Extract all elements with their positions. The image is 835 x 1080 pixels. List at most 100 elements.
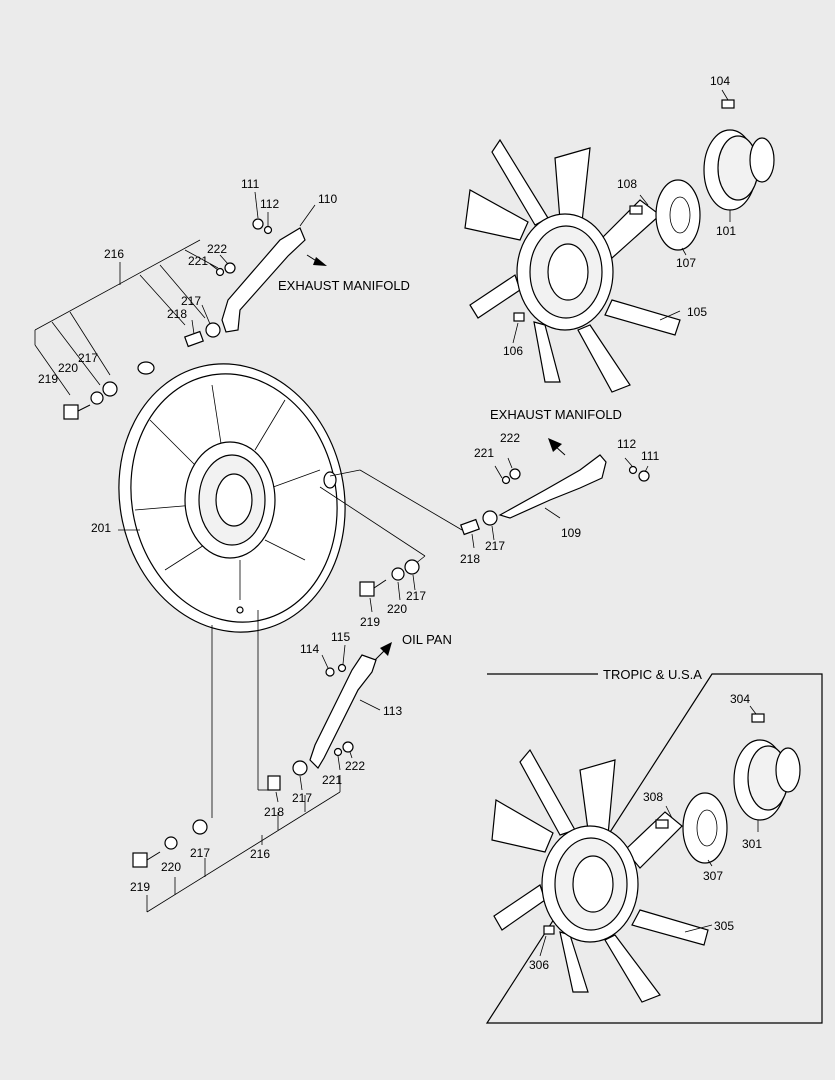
callout-110: 110 — [318, 192, 337, 206]
bolt-219a — [63, 404, 79, 420]
bracket-109 — [498, 454, 607, 519]
bolt-114 — [325, 667, 335, 677]
fan-blade — [464, 189, 529, 241]
bolt-219b — [359, 581, 375, 597]
callout-222-lower: 222 — [345, 759, 365, 773]
callout-113: 113 — [383, 704, 402, 718]
washer-217c — [482, 510, 498, 526]
shroud-ear-top — [137, 361, 155, 375]
callout-111-upper: 111 — [241, 177, 260, 191]
callout-304: 304 — [730, 692, 750, 706]
callout-106: 106 — [503, 344, 523, 358]
spacer-218c — [267, 775, 281, 791]
callout-112-upper: 112 — [260, 197, 279, 211]
callout-217-left: 217 — [78, 351, 98, 365]
callout-301: 301 — [742, 837, 762, 851]
tropic-box — [485, 673, 823, 1024]
washer-220a — [90, 391, 104, 405]
nut-222c — [342, 741, 354, 753]
callout-109: 109 — [561, 526, 581, 540]
washer-217d — [404, 559, 420, 575]
washer-217b — [102, 381, 118, 397]
bracket-109-group — [319, 438, 650, 613]
callout-111-mid: 111 — [641, 449, 660, 463]
spacer-bore — [669, 196, 691, 234]
callout-222-upper: 222 — [207, 242, 227, 256]
nut-111b — [638, 470, 650, 482]
nut-222b — [509, 468, 521, 480]
callout-104: 104 — [710, 74, 730, 88]
fan-blade — [554, 147, 591, 223]
washer-217f — [192, 819, 208, 835]
callout-221-mid: 221 — [474, 446, 494, 460]
callout-219-left: 219 — [38, 372, 58, 386]
shroud-ear-right — [323, 471, 337, 489]
fan-blade — [604, 299, 681, 336]
callout-115: 115 — [331, 630, 350, 644]
callout-220-left: 220 — [58, 361, 78, 375]
bracket-110-group — [184, 191, 327, 348]
group-216-lower — [146, 775, 341, 913]
callout-220-mid: 220 — [387, 602, 407, 616]
bolt-106 — [513, 312, 525, 322]
callout-307: 307 — [703, 869, 723, 883]
callout-216-upper: 216 — [104, 247, 124, 261]
callout-220-bottom: 220 — [161, 860, 181, 874]
callout-306: 306 — [529, 958, 549, 972]
spacer-plate — [655, 179, 701, 251]
washer-221b — [501, 475, 511, 485]
bracket-113 — [309, 654, 377, 769]
fan-blade — [469, 274, 521, 319]
callout-305: 305 — [714, 919, 734, 933]
callout-218-upper: 218 — [167, 307, 187, 321]
callout-217-mid: 217 — [485, 539, 505, 553]
shroud-hub-bore — [215, 473, 253, 527]
note-exhaust-manifold-top: EXHAUST MANIFOLD — [278, 278, 410, 293]
washer-221a — [215, 267, 225, 277]
callout-107: 107 — [676, 256, 696, 270]
callout-101: 101 — [716, 224, 736, 238]
nut-111a — [252, 218, 264, 230]
callout-105: 105 — [687, 305, 707, 319]
bracket-113-group — [132, 610, 392, 868]
washer-217a — [205, 322, 221, 338]
washer-112a — [263, 225, 273, 235]
callout-308: 308 — [643, 790, 663, 804]
washer-220b — [391, 567, 405, 581]
callout-222-mid: 222 — [500, 431, 520, 445]
callout-218-lower: 218 — [264, 805, 284, 819]
spacer-218a — [184, 330, 204, 348]
callout-216-lower: 216 — [250, 847, 270, 861]
callout-219-mid: 219 — [360, 615, 380, 629]
callout-219-bottom: 219 — [130, 880, 150, 894]
callout-217-bottom: 217 — [190, 846, 210, 860]
nut-222a — [224, 262, 236, 274]
washer-112b — [628, 465, 638, 475]
washer-115 — [337, 663, 347, 673]
callout-112-mid: 112 — [617, 437, 636, 451]
callout-217-upper: 217 — [181, 294, 201, 308]
note-exhaust-manifold-mid: EXHAUST MANIFOLD — [490, 407, 622, 422]
fan-assembly-standard — [464, 89, 775, 393]
fan-blade — [533, 321, 561, 383]
group-216-upper — [34, 239, 219, 420]
shroud-ear-bottom — [236, 606, 244, 614]
bolt-104 — [721, 99, 735, 109]
callout-217-mid-right: 217 — [406, 589, 426, 603]
callout-201: 201 — [91, 521, 111, 535]
fan-hub-bore — [547, 243, 589, 301]
bolt-108 — [629, 205, 643, 215]
washer-221c — [333, 747, 343, 757]
note-oil-pan: OIL PAN — [402, 632, 452, 647]
washer-220c — [164, 836, 178, 850]
fan-blade — [577, 324, 631, 393]
bracket-110 — [221, 227, 306, 333]
callout-108: 108 — [617, 177, 637, 191]
tropic-box-title: TROPIC & U.S.A — [603, 667, 702, 682]
callout-221-upper: 221 — [188, 254, 208, 268]
callout-217-lower: 217 — [292, 791, 312, 805]
callout-218-mid: 218 — [460, 552, 480, 566]
callout-114: 114 — [300, 642, 319, 656]
washer-217e — [292, 760, 308, 776]
